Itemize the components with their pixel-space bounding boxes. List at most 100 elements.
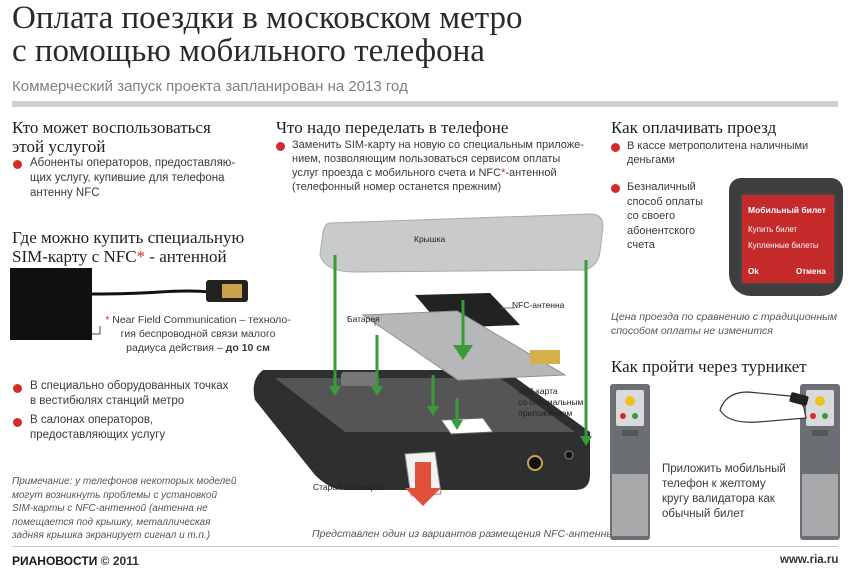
yellow-circle-icon bbox=[625, 396, 635, 406]
phone-camera-icon bbox=[341, 372, 377, 386]
turnstile-heading: Как пройти через турникет bbox=[611, 357, 807, 376]
pay-heading: Как оплачивать проезд bbox=[611, 118, 777, 137]
pay-note-line: Цена проезда по сравнению с традиционным bbox=[611, 311, 838, 323]
turnstile-text-line: кругу валидатора как bbox=[662, 493, 775, 505]
where-point-1: В специально оборудованных точках в вест… bbox=[30, 379, 228, 409]
where-heading-sim: SIM-карту с NFC bbox=[12, 247, 137, 266]
phone-change-line: услуг проезда с мобильного счета и NFC*-… bbox=[292, 166, 584, 180]
who-text: Абоненты операторов, предоставляю- щих у… bbox=[30, 156, 235, 201]
screen-menu-buy: Купить билет bbox=[748, 225, 798, 234]
title-line-1: Оплата поездки в московском метро bbox=[12, 0, 523, 36]
pay-option-2: Безналичный способ оплаты со своего абон… bbox=[627, 180, 703, 253]
turnstile-text-line: Приложить мобильный bbox=[662, 463, 786, 475]
nfc-footnote-line: * Near Field Communication – техноло- bbox=[103, 313, 293, 327]
where-point-1-line: В специально оборудованных точках bbox=[30, 380, 229, 392]
yellow-circle-icon bbox=[815, 396, 825, 406]
turnstile-text: Приложить мобильный телефон к желтому кр… bbox=[662, 462, 786, 522]
sim-card-block bbox=[10, 268, 92, 340]
label-sim-line: приложением bbox=[518, 408, 573, 418]
phone-exploded-diagram bbox=[253, 213, 604, 506]
where-heading: Где можно купить специальную SIM-карту с… bbox=[12, 228, 244, 266]
where-heading-line-2: SIM-карту с NFC* - антенной bbox=[12, 247, 244, 266]
diagram-caption: Представлен один из вариантов размещения… bbox=[312, 528, 615, 540]
phone-battery-compartment bbox=[275, 378, 575, 432]
pay-option-2-line: способ оплаты bbox=[627, 195, 703, 208]
nfc-footnote-text: Near Field Communication – техноло- bbox=[112, 314, 291, 326]
new-sim-card-icon bbox=[440, 417, 494, 435]
pay-note: Цена проезда по сравнению с традиционным… bbox=[611, 310, 837, 338]
phone-on-validator-icon bbox=[789, 392, 809, 406]
nfc-footnote-text: радиуса действия – bbox=[126, 342, 223, 354]
title-line-2: с помощью мобильного телефона bbox=[12, 33, 485, 69]
remark-line: задняя крышка экранирует сигнал и т.п.) bbox=[12, 530, 211, 541]
remark-line: могут возникнуть проблемы с установкой bbox=[12, 489, 218, 501]
turnstile-text-line: обычный билет bbox=[662, 508, 745, 520]
phone-change-heading: Что надо переделать в телефоне bbox=[276, 118, 509, 137]
asterisk: * bbox=[136, 247, 146, 266]
who-text-line: щих услугу, купившие для телефона bbox=[30, 172, 225, 184]
label-cover: Крышка bbox=[414, 234, 446, 244]
who-heading: Кто может воспользоваться этой услугой bbox=[12, 118, 211, 156]
where-point-2: В салонах операторов, предоставляющих ус… bbox=[30, 413, 165, 443]
bullet-icon bbox=[13, 160, 22, 169]
battery-label bbox=[530, 350, 560, 364]
label-sim-line: со специальным bbox=[518, 397, 584, 407]
page-title: Оплата поездки в московском метро с помо… bbox=[12, 2, 652, 68]
sim-chip-icon bbox=[222, 284, 242, 298]
nfc-footnote-line: радиуса действия – до 10 см bbox=[103, 341, 293, 355]
who-heading-line-2: этой услугой bbox=[12, 137, 106, 156]
pay-option-1: В кассе метрополитена наличными деньгами bbox=[627, 139, 808, 167]
bullet-icon bbox=[13, 384, 22, 393]
phone-cover bbox=[319, 213, 604, 273]
mobile-ticket-screen: Мобильный билет Купить билет Купленные б… bbox=[740, 193, 836, 285]
turnstile-text-line: телефон к желтому bbox=[662, 478, 766, 490]
screen-cancel-softkey: Отмена bbox=[796, 267, 826, 276]
where-point-2-line: В салонах операторов, bbox=[30, 414, 154, 426]
screen-menu-bought: Купленные билеты bbox=[748, 241, 819, 250]
where-heading-antenna: - антенной bbox=[149, 247, 227, 266]
phone-change-text-part: услуг проезда с мобильного счета и NFC bbox=[292, 167, 502, 179]
remark-line: помещается под крышку, металлическая bbox=[12, 516, 211, 528]
phone-jack-icon bbox=[527, 455, 543, 471]
pay-option-1-line: В кассе метрополитена наличными bbox=[627, 140, 809, 152]
screen-ok-softkey: Ok bbox=[748, 267, 759, 276]
logo-novosti: НОВОСТИ bbox=[37, 554, 98, 568]
pay-note-line: способом оплаты не изменится bbox=[611, 325, 773, 337]
validator-left bbox=[616, 390, 644, 426]
red-arrow-icon bbox=[405, 462, 441, 506]
copyright: © 2011 bbox=[100, 554, 139, 568]
bullet-icon bbox=[13, 418, 22, 427]
footer-divider bbox=[12, 546, 838, 547]
label-old-sim-card: Старая SIM-карта bbox=[313, 482, 384, 492]
header-divider bbox=[12, 101, 838, 107]
bullet-icon bbox=[611, 143, 620, 152]
phone-change-text-part: -антенной bbox=[505, 167, 557, 179]
footer-url[interactable]: www.ria.ru bbox=[780, 554, 839, 566]
subtitle: Коммерческий запуск проекта запланирован… bbox=[12, 78, 408, 95]
validator-right bbox=[806, 390, 834, 426]
turnstile-illustration bbox=[610, 384, 840, 540]
sim-card-illustration bbox=[10, 268, 248, 340]
phone-change-line: нием, позволяющим пользоваться сервисом … bbox=[292, 153, 561, 165]
who-text-line: антенну NFC bbox=[30, 187, 100, 199]
remark-line: SIM-карты с NFC-антенной (антенна не bbox=[12, 503, 208, 514]
bullet-icon bbox=[276, 142, 285, 151]
nfc-antenna-wire bbox=[91, 289, 211, 296]
pay-option-2-line: со своего bbox=[627, 210, 676, 222]
footer-logo: РИАНОВОСТИ © 2011 bbox=[12, 554, 139, 568]
phone-change-text: Заменить SIM-карту на новую со специальн… bbox=[292, 138, 584, 194]
where-heading-line-1: Где можно купить специальную bbox=[12, 228, 245, 247]
remark: Примечание: у телефонов некоторых моделе… bbox=[12, 475, 236, 543]
pay-option-2-line: абонентского bbox=[627, 224, 696, 237]
nfc-footnote-line: гия беспроводной связи малого bbox=[120, 328, 276, 340]
asterisk: * bbox=[501, 167, 506, 179]
where-point-1-line: в вестибюлях станций метро bbox=[30, 395, 185, 407]
label-sim-line: SIM-карта bbox=[518, 386, 558, 396]
phone-change-line: Заменить SIM-карту на новую со специальн… bbox=[292, 139, 584, 151]
logo-ria: РИА bbox=[12, 554, 38, 568]
bullet-icon bbox=[611, 184, 620, 193]
pay-option-2-line: счета bbox=[627, 239, 655, 251]
label-battery: Батарея bbox=[347, 314, 380, 324]
nfc-footnote: * Near Field Communication – техноло- ги… bbox=[103, 313, 293, 355]
where-point-2-line: предоставляющих услугу bbox=[30, 429, 166, 441]
